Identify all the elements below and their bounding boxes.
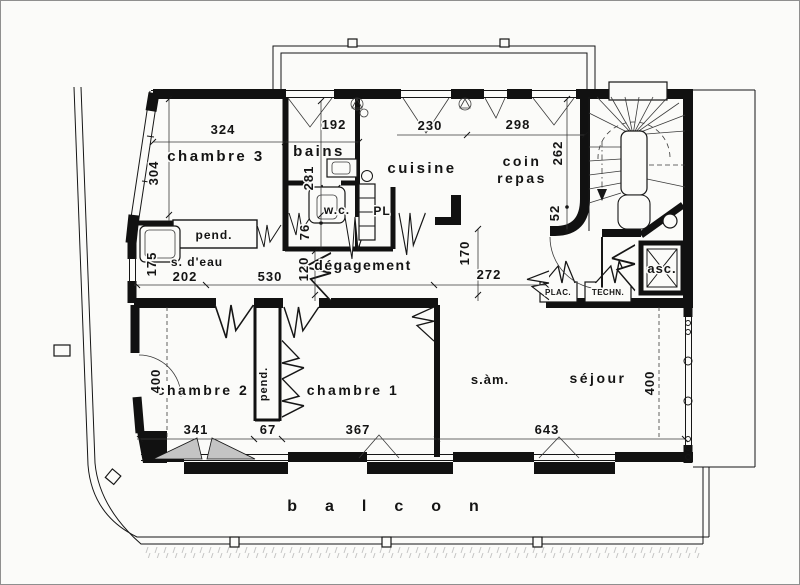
room-label-balcon: balcon: [287, 498, 507, 515]
duct: [638, 202, 686, 238]
dim-170: 170: [457, 241, 472, 266]
kitchen-counter: [435, 195, 461, 225]
room-label-chambre3: chambre 3: [167, 148, 265, 165]
dim-400-gauche: 400: [148, 369, 163, 394]
railing-joint-mark: [104, 468, 122, 486]
dim-304: 304: [146, 161, 161, 186]
dim-67: 67: [260, 422, 276, 437]
elevator-cross-icon: [646, 248, 678, 288]
dim-341: 341: [184, 422, 209, 437]
interior-walls: [132, 93, 693, 457]
duct-circle: [662, 213, 678, 229]
room-label-sam: s.àm.: [471, 372, 509, 387]
top-balcony: [272, 38, 596, 89]
dim-120: 120: [296, 257, 311, 282]
room-label-pl: PL: [373, 204, 390, 218]
dimension-lines: [133, 95, 689, 443]
dim-175: 175: [144, 252, 159, 277]
bottom-balcony: [53, 86, 710, 558]
labels: chambre 3 bains cuisine coin repas pend.…: [155, 142, 677, 517]
stair-newel: [620, 130, 648, 196]
dim-530: 530: [258, 269, 283, 284]
closets: [539, 281, 632, 303]
elevator: [638, 202, 686, 296]
dim-400-droite: 400: [642, 371, 657, 396]
room-label-asc: asc.: [647, 261, 676, 276]
room-label-coin: coin: [503, 153, 542, 169]
stair-down-arrow-icon: [597, 189, 607, 201]
dim-281: 281: [301, 166, 316, 191]
dim-52: 52: [547, 205, 562, 221]
dim-202: 202: [173, 269, 198, 284]
room-label-repas: repas: [497, 170, 547, 186]
room-label-techn: TECHN.: [592, 288, 624, 297]
room-label-chambre2: chambre 2: [157, 382, 250, 398]
room-label-degagement: dégagement: [314, 257, 411, 273]
dim-230: 230: [418, 118, 443, 133]
staircase: [588, 96, 686, 230]
room-label-chambre1: chambre 1: [307, 382, 400, 398]
dim-643: 643: [535, 422, 560, 437]
room-label-s-deau: s. d'eau: [171, 255, 223, 269]
doors: [152, 97, 636, 460]
dim-272: 272: [477, 267, 502, 282]
room-label-cuisine: cuisine: [387, 160, 456, 177]
shower: [139, 225, 181, 263]
room-label-pend-bas: pend.: [258, 367, 270, 401]
dimension-texts: 324 192 230 298 304 281 76 262 52 175 20…: [143, 116, 659, 439]
entry-door-arc: [549, 236, 603, 290]
dim-298: 298: [506, 117, 531, 132]
room-label-pend-haut: pend.: [196, 228, 233, 242]
dim-192: 192: [322, 117, 347, 132]
dim-324: 324: [211, 122, 236, 137]
stair-landing: [617, 194, 651, 230]
party-wall-lines: [693, 89, 756, 468]
railing-joint-mark: [53, 344, 71, 357]
room-label-sejour: séjour: [569, 370, 626, 386]
fixtures: [139, 158, 461, 263]
room-label-wc: w.c.: [323, 203, 350, 217]
dim-262: 262: [550, 141, 565, 166]
room-label-plac: PLAC.: [545, 288, 571, 297]
dim-367: 367: [346, 422, 371, 437]
dim-76: 76: [297, 224, 312, 240]
room-label-bains: bains: [293, 143, 345, 160]
